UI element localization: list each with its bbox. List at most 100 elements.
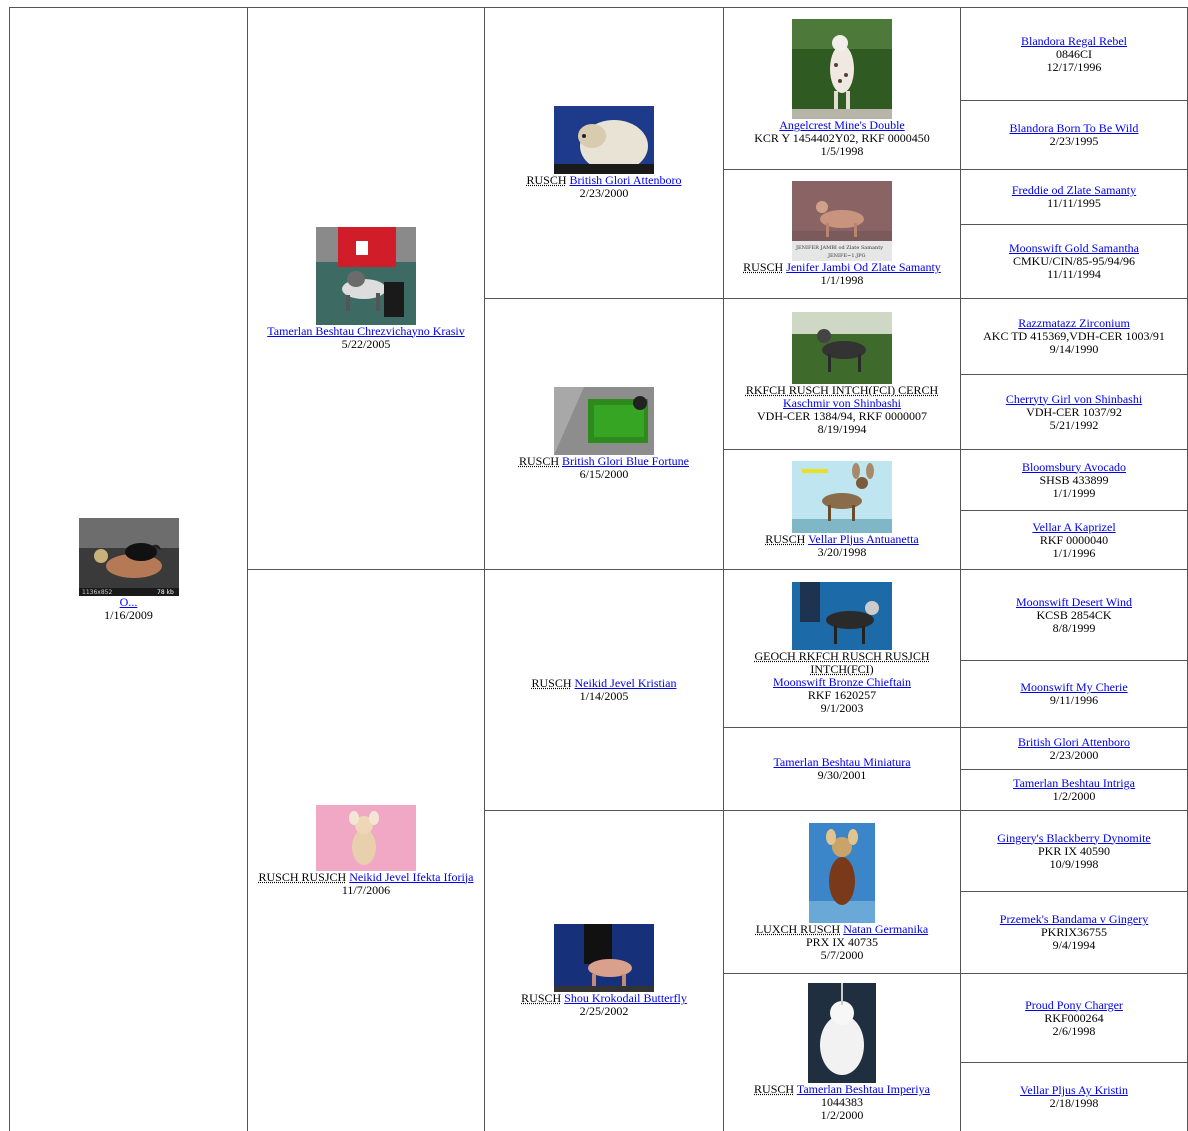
dog-photo[interactable] (554, 387, 654, 455)
registration: VDH-CER 1384/94, RKF 0000007 (756, 409, 927, 423)
titles: GEOCH RKFCH RUSCH RUSJCH INTCH(FCI) (754, 649, 930, 676)
dog-link[interactable]: Kaschmir von Shinbashi (783, 396, 901, 410)
dog-photo[interactable] (316, 226, 416, 325)
dog-link[interactable]: British Glori Blue Fortune (562, 454, 689, 468)
dog-link[interactable]: Moonswift Gold Samantha (1009, 241, 1139, 255)
dog-photo[interactable] (808, 983, 876, 1083)
dog-photo[interactable]: 1136x852 78 kb (78, 517, 179, 596)
birth-date: 1/1/1999 (1052, 485, 1096, 500)
pedigree-cell: Angelcrest Mine's Double KCR Y 1454402Y0… (723, 7, 961, 170)
birth-date: 1/16/2009 (104, 607, 153, 622)
svg-text:1136x852: 1136x852 (82, 589, 112, 596)
birth-date: 8/8/1999 (1052, 620, 1096, 635)
dam-cell: RUSCH RUSJCH Neikid Jevel Ifekta Iforija… (247, 569, 485, 1131)
dog-link[interactable]: British Glori Attenboro (569, 173, 682, 187)
registration: PRX IX 40735 (805, 934, 878, 949)
birth-date: 5/21/1992 (1049, 417, 1099, 432)
birth-date: 5/7/2000 (820, 947, 864, 962)
pedigree-cell: Proud Pony Charger RKF000264 2/6/1998 (960, 973, 1188, 1063)
dog-photo[interactable] (792, 582, 892, 650)
pedigree-cell: RUSCH Vellar Pljus Antuanetta 3/20/1998 (723, 449, 961, 570)
dog-photo[interactable] (316, 804, 416, 871)
pedigree-cell: British Glori Attenboro 2/23/2000 (960, 727, 1188, 770)
dog-link[interactable]: Przemek's Bandama v Gingery (999, 912, 1149, 926)
registration: PKRIX36755 (1040, 925, 1107, 939)
birth-date: 8/19/1994 (817, 422, 867, 436)
dog-link[interactable]: Tamerlan Beshtau Intriga (1013, 776, 1135, 790)
dog-link[interactable]: Bloomsbury Avocado (1021, 459, 1127, 474)
birth-date: 9/30/2001 (817, 768, 867, 782)
titles: RUSCH (743, 260, 784, 274)
pedigree-cell: Razzmatazz Zirconium AKC TD 415369,VDH-C… (960, 298, 1188, 375)
pedigree-cell: Bloomsbury Avocado SHSB 433899 1/1/1999 (960, 449, 1188, 511)
pedigree-cell: Przemek's Bandama v Gingery PKRIX36755 9… (960, 891, 1188, 974)
titles: RUSCH RUSJCH (258, 869, 347, 884)
dog-link[interactable]: Blandora Born To Be Wild (1009, 121, 1139, 135)
registration: PKR IX 40590 (1037, 843, 1110, 858)
dog-link[interactable]: Freddie od Zlate Samanty (1011, 183, 1137, 197)
dog-link[interactable]: Neikid Jevel Ifekta Iforija (349, 869, 474, 884)
registration: AKC TD 415369,VDH-CER 1003/91 (983, 329, 1165, 343)
dog-link[interactable]: Jenifer Jambi Od Zlate Samanty (786, 260, 941, 274)
dog-link[interactable]: Cherryty Girl von Shinbashi (1005, 391, 1143, 406)
dog-link[interactable]: Moonswift My Cherie (1020, 680, 1128, 694)
pedigree-cell: JENIFER JAMBI od Zlate Samanty JENIFE~1.… (723, 169, 961, 299)
dog-link[interactable]: Blandora Regal Rebel (1021, 33, 1127, 48)
dog-link[interactable]: Razzmatazz Zirconium (1018, 316, 1130, 330)
dog-photo[interactable] (554, 924, 654, 992)
pedigree-cell: LUXCH RUSCH Natan Germanika PRX IX 40735… (723, 810, 961, 974)
dog-photo[interactable] (792, 460, 892, 533)
titles: RUSCH (518, 454, 559, 468)
birth-date: 9/11/1996 (1049, 693, 1099, 707)
dog-link[interactable]: Moonswift Bronze Chieftain (773, 675, 911, 689)
dog-link[interactable]: Vellar Pljus Antuanetta (808, 531, 919, 546)
dog-link[interactable]: Angelcrest Mine's Double (779, 118, 905, 132)
titles: LUXCH RUSCH (755, 921, 841, 936)
birth-date: 1/1/1996 (1052, 545, 1096, 560)
dog-link[interactable]: Proud Pony Charger (1025, 997, 1123, 1012)
titles: RUSCH (754, 1082, 795, 1096)
dog-link[interactable]: Shou Krokodail Butterfly (564, 991, 687, 1005)
pedigree-cell: GEOCH RKFCH RUSCH RUSJCH INTCH(FCI) Moon… (723, 569, 961, 728)
dog-photo[interactable] (554, 106, 654, 174)
dog-link[interactable]: Vellar Pljus Ay Kristin (1020, 1083, 1128, 1097)
titles: RUSCH (531, 676, 572, 690)
dog-link[interactable]: Gingery's Blackberry Dynomite (997, 830, 1151, 845)
dog-photo[interactable] (809, 822, 875, 923)
birth-date: 2/18/1998 (1049, 1096, 1099, 1110)
pedigree-cell: Freddie od Zlate Samanty 11/11/1995 (960, 169, 1188, 225)
pedigree-cell: Vellar Pljus Ay Kristin 2/18/1998 (960, 1062, 1188, 1131)
birth-date: 11/7/2006 (341, 882, 391, 897)
dog-photo[interactable] (792, 312, 892, 384)
photo-caption: JENIFER JAMBI od Zlate Samanty (795, 245, 883, 251)
pedigree-cell: Gingery's Blackberry Dynomite PKR IX 405… (960, 810, 1188, 892)
dog-link[interactable]: Natan Germanika (843, 921, 929, 936)
birth-date: 2/6/1998 (1052, 1023, 1096, 1038)
dog-photo[interactable] (792, 19, 892, 119)
dog-link[interactable]: British Glori Attenboro (1018, 734, 1130, 749)
birth-date: 2/25/2002 (579, 1004, 629, 1018)
birth-date: 2/23/2000 (1049, 747, 1099, 762)
dog-link[interactable]: Moonswift Desert Wind (1016, 594, 1132, 609)
dog-link[interactable]: O... (119, 594, 138, 609)
titles: RUSCH (521, 991, 562, 1005)
birth-date: 10/9/1998 (1049, 856, 1099, 871)
dog-link[interactable]: Tamerlan Beshtau Imperiya (796, 1082, 930, 1096)
dog-photo[interactable]: JENIFER JAMBI od Zlate Samanty JENIFE~1.… (792, 181, 892, 261)
pedigree-cell: RUSCH Neikid Jevel Kristian 1/14/2005 (484, 569, 724, 811)
dog-link[interactable]: Tamerlan Beshtau Miniatura (773, 755, 911, 769)
pedigree-cell: Moonswift Desert Wind KCSB 2854CK 8/8/19… (960, 569, 1188, 661)
dog-link[interactable]: Vellar A Kaprizel (1032, 519, 1116, 534)
birth-date: 9/4/1994 (1052, 938, 1096, 952)
birth-date: 1/1/1998 (820, 273, 864, 287)
dog-link[interactable]: Neikid Jevel Kristian (574, 676, 677, 690)
pedigree-cell: Cherryty Girl von Shinbashi VDH-CER 1037… (960, 374, 1188, 450)
pedigree-cell: Moonswift My Cherie 9/11/1996 (960, 660, 1188, 728)
birth-date: 1/14/2005 (579, 689, 629, 703)
birth-date: 12/17/1996 (1046, 59, 1102, 74)
titles: RUSCH (765, 531, 806, 546)
registration: CMKU/CIN/85-95/94/96 (1012, 254, 1135, 268)
pedigree-cell: Vellar A Kaprizel RKF 0000040 1/1/1996 (960, 510, 1188, 570)
birth-date: 2/23/2000 (579, 186, 629, 200)
dog-link[interactable]: Tamerlan Beshtau Chrezvichayno Krasiv (267, 323, 465, 338)
